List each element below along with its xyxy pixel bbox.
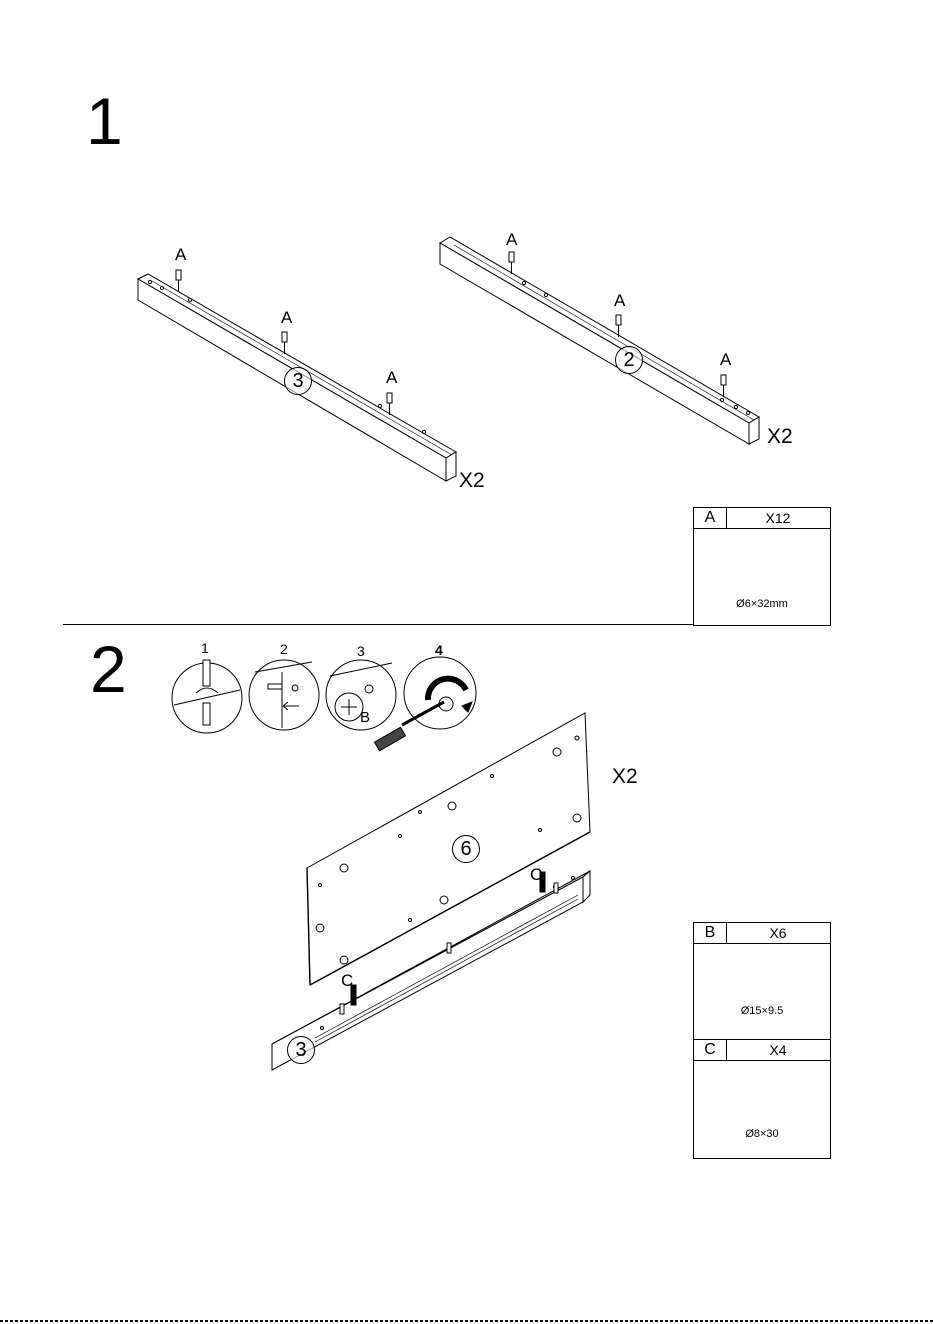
quantity-rail-right: X2: [767, 426, 793, 447]
cam-bolt-icon: [509, 252, 726, 397]
detail-circle-2: [249, 660, 319, 730]
part-number-3: 3: [284, 367, 312, 395]
hardware-count: X6: [726, 923, 830, 943]
hardware-letter: C: [694, 1040, 727, 1060]
hardware-size: Ø15×9.5: [694, 1005, 830, 1017]
hardware-size: Ø6×32mm: [694, 598, 830, 610]
hardware-count: X12: [726, 508, 830, 528]
dowel-label-c: C: [341, 972, 353, 989]
hardware-letter: A: [694, 508, 727, 528]
dowel-label-c: C: [530, 866, 542, 883]
hardware-header: B X6: [694, 923, 830, 944]
hardware-count: X4: [726, 1040, 830, 1060]
fastener-label-a: A: [175, 246, 186, 263]
hardware-size: Ø8×30: [694, 1128, 830, 1140]
cam-bolt-icon: [176, 270, 392, 415]
fastener-label-a: A: [614, 292, 625, 309]
rail-right: [440, 237, 759, 444]
fastener-label-a: A: [506, 231, 517, 248]
page-edge: [0, 1320, 933, 1322]
hardware-box-a: A X12 Ø6×32mm: [693, 507, 831, 626]
hardware-letter: B: [694, 923, 727, 943]
hardware-box-c: C X4 Ø8×30: [693, 1039, 831, 1159]
part-number-3: 3: [287, 1036, 315, 1064]
hardware-header: A X12: [694, 508, 830, 529]
quantity-rail-left: X2: [459, 470, 485, 491]
cam-lock-label-b: B: [360, 710, 370, 725]
fastener-label-a: A: [281, 309, 292, 326]
fastener-label-a: A: [386, 369, 397, 386]
quantity-panel: X2: [612, 766, 638, 787]
part-number-6: 6: [452, 835, 480, 863]
part-number-2: 2: [615, 346, 643, 374]
hardware-header: C X4: [694, 1040, 830, 1061]
detail-circle-1: [172, 660, 242, 733]
hardware-box-b: B X6 Ø15×9.5: [693, 922, 831, 1041]
fastener-label-a: A: [720, 351, 731, 368]
